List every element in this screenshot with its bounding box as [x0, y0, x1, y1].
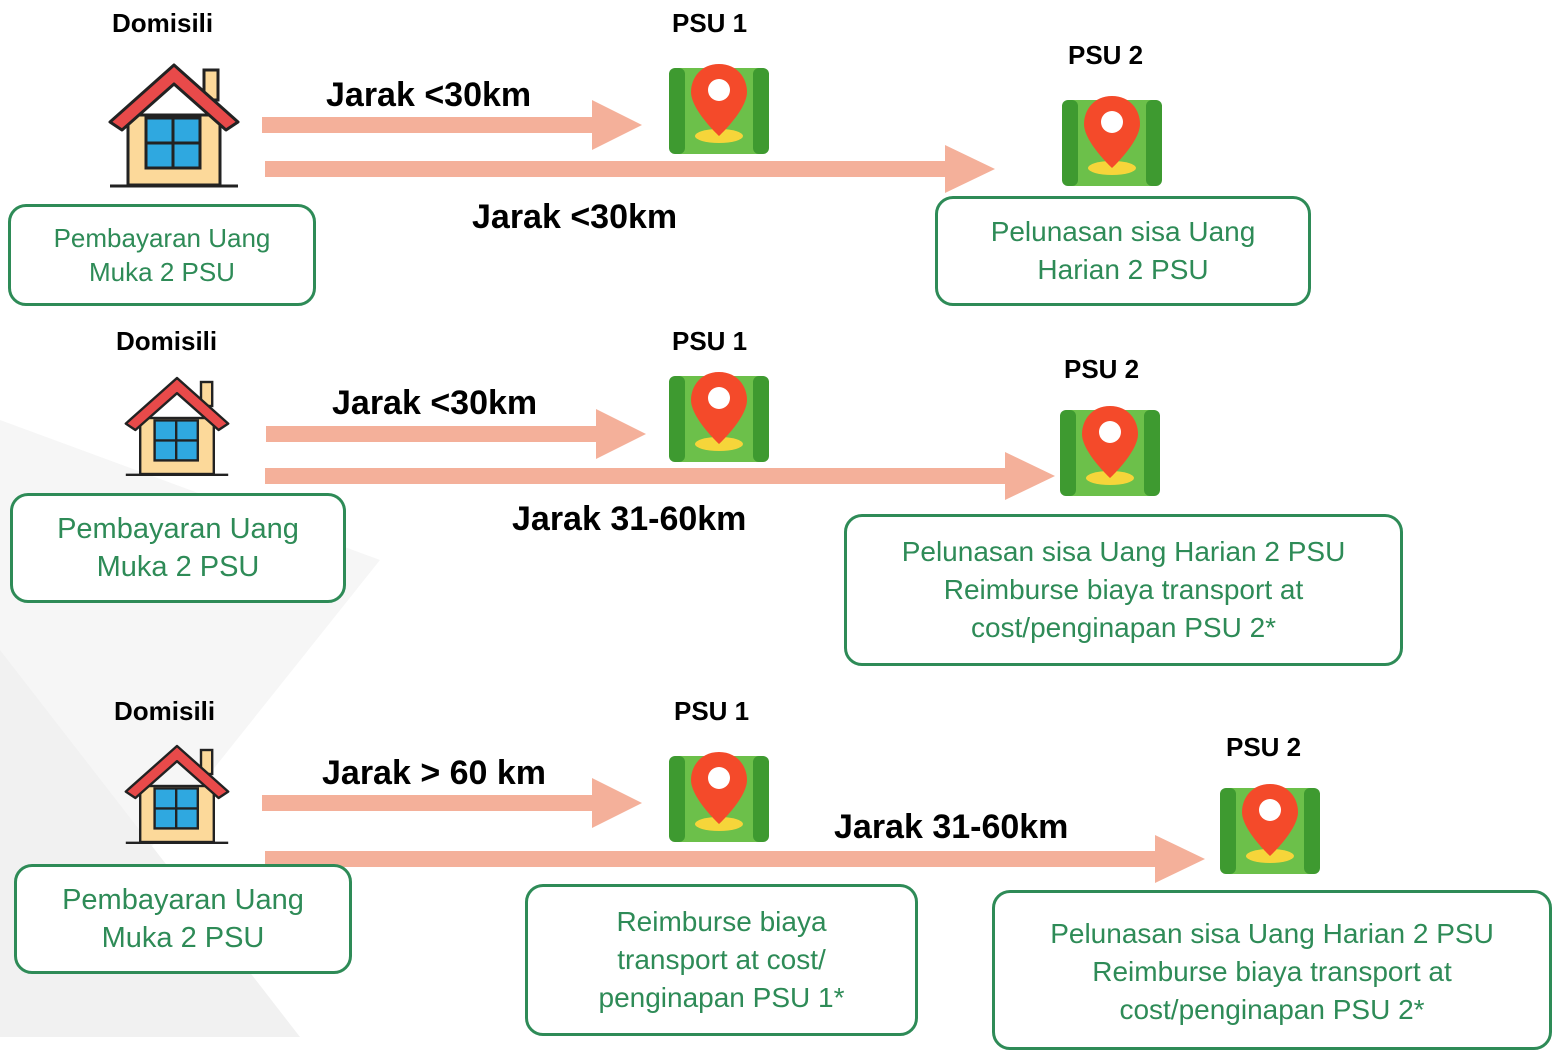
home-payment-line: Pembayaran Uang [57, 513, 299, 545]
psu1-label: PSU 1 [674, 696, 750, 726]
map-pin-icon [669, 752, 769, 842]
psu2-payment-line: Pelunasan sisa Uang [990, 216, 1256, 247]
psu2-payment-box: Pelunasan sisa Uang Harian 2 PSU Reimbur… [992, 890, 1552, 1050]
distance-label-psu1: Jarak > 60 km [322, 754, 547, 792]
arrow-home-to-psu1 [262, 100, 642, 150]
distance-label-psu2: Jarak 31-60km [834, 808, 1069, 846]
distance-label-psu2: Jarak <30km [472, 198, 678, 236]
arrow-home-to-psu2 [265, 452, 1055, 500]
psu1-payment-line: Reimburse biaya [616, 906, 827, 937]
psu2-payment-line: Pelunasan sisa Uang Harian 2 PSU [901, 536, 1346, 567]
home-payment-line: Pembayaran Uang [53, 223, 271, 253]
home-payment-line: Muka 2 PSU [96, 551, 260, 583]
house-icon [124, 744, 230, 844]
domisili-label: Domisili [116, 326, 218, 356]
psu2-payment-line: Reimburse biaya transport at [943, 574, 1304, 605]
arrow-home-to-psu1 [266, 409, 646, 459]
home-payment-line: Muka 2 PSU [101, 922, 265, 954]
home-payment-line: Pembayaran Uang [62, 884, 304, 916]
psu2-payment-box: Pelunasan sisa Uang Harian 2 PSU [935, 196, 1311, 306]
arrow-home-to-psu2 [265, 835, 1205, 883]
home-payment-line: Muka 2 PSU [89, 257, 235, 287]
domisili-label: Domisili [112, 8, 214, 38]
map-pin-icon [669, 372, 769, 462]
map-pin-icon [1062, 96, 1162, 186]
psu2-payment-box: Pelunasan sisa Uang Harian 2 PSU Reimbur… [844, 514, 1403, 666]
psu2-label: PSU 2 [1068, 40, 1144, 70]
psu2-label: PSU 2 [1064, 354, 1140, 384]
psu2-payment-line: cost/penginapan PSU 2* [1119, 994, 1425, 1025]
psu1-label: PSU 1 [672, 326, 748, 356]
psu1-payment-box: Reimburse biaya transport at cost/ pengi… [525, 884, 918, 1036]
home-payment-box: Pembayaran Uang Muka 2 PSU [8, 204, 316, 306]
psu2-label: PSU 2 [1226, 732, 1302, 762]
distance-label-psu1: Jarak <30km [332, 384, 538, 422]
arrow-home-to-psu1 [262, 778, 642, 828]
psu2-payment-line: Pelunasan sisa Uang Harian 2 PSU [1050, 918, 1494, 949]
psu1-label: PSU 1 [672, 8, 748, 38]
distance-label-psu2: Jarak 31-60km [512, 500, 747, 538]
domisili-label: Domisili [114, 696, 216, 726]
home-payment-box: Pembayaran Uang Muka 2 PSU [10, 493, 346, 603]
psu2-payment-line: Reimburse biaya transport at [1092, 956, 1452, 987]
map-pin-icon [1060, 406, 1160, 496]
psu2-payment-line: cost/penginapan PSU 2* [970, 612, 1277, 643]
house-icon [124, 376, 230, 476]
distance-label-psu1: Jarak <30km [326, 76, 532, 114]
psu2-box-clip: Pelunasan sisa Uang Harian 2 PSU Reimbur… [992, 890, 1552, 1050]
psu1-payment-line: penginapan PSU 1* [598, 982, 845, 1013]
map-pin-icon [1220, 784, 1320, 874]
house-icon [108, 63, 240, 188]
arrow-home-to-psu2 [265, 145, 995, 193]
home-payment-box: Pembayaran Uang Muka 2 PSU [14, 864, 352, 974]
psu1-payment-line: transport at cost/ [617, 944, 826, 975]
psu2-payment-line: Harian 2 PSU [1037, 254, 1209, 285]
map-pin-icon [669, 64, 769, 154]
